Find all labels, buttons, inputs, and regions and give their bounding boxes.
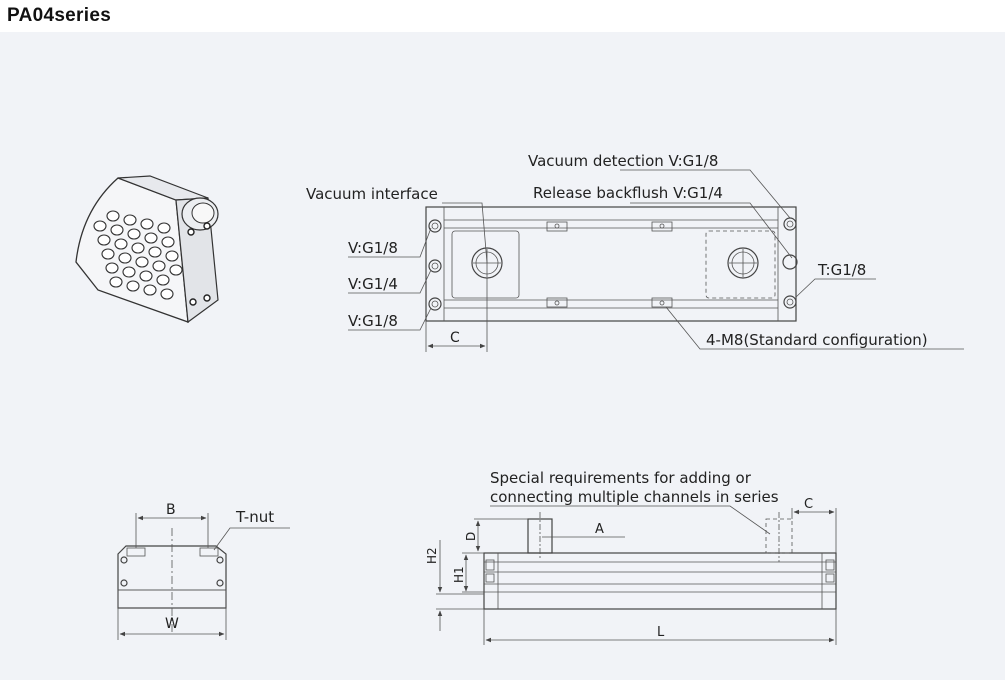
suction-hole [143, 284, 157, 296]
dim-b-label: B [166, 502, 176, 518]
vacuum-interface-label: Vacuum interface [306, 185, 438, 203]
end-view: B W T-nut [117, 502, 290, 640]
suction-hole [106, 210, 120, 222]
dim-d-label: D [464, 532, 478, 541]
note-line1: Special requirements for adding or [490, 469, 752, 487]
suction-hole [169, 264, 183, 276]
suction-hole [152, 260, 166, 272]
suction-hole [156, 274, 170, 286]
suction-hole [131, 242, 145, 254]
suction-hole [114, 238, 128, 250]
t-nut-label: T-nut [235, 508, 274, 526]
suction-hole [97, 234, 111, 246]
suction-hole [165, 250, 179, 262]
suction-hole [135, 256, 149, 268]
suction-hole [93, 220, 107, 232]
page-title: PA04series [7, 5, 112, 26]
suction-hole [122, 266, 136, 278]
suction-hole [105, 262, 119, 274]
suction-hole [118, 252, 132, 264]
port-t-g18-label: T:G1/8 [817, 261, 866, 279]
port-v-g18-lower-label: V:G1/8 [348, 312, 398, 330]
suction-hole [123, 214, 137, 226]
dim-w-label: W [165, 616, 179, 632]
port-v-g14-label: V:G1/4 [348, 275, 398, 293]
suction-hole [101, 248, 115, 260]
product-illustration [75, 175, 219, 324]
suction-hole [139, 270, 153, 282]
suction-hole [109, 276, 123, 288]
dim-a-label: A [595, 522, 604, 537]
port-v-g18-upper-label: V:G1/8 [348, 239, 398, 257]
suction-hole [127, 228, 141, 240]
side-view: Special requirements for adding or conne… [425, 469, 837, 645]
suction-hole [140, 218, 154, 230]
suction-hole [160, 288, 174, 300]
top-dim-c-label: C [450, 330, 460, 346]
suction-hole [144, 232, 158, 244]
suction-hole [110, 224, 124, 236]
dim-h2-label: H2 [425, 547, 439, 564]
suction-hole [148, 246, 162, 258]
suction-hole [161, 236, 175, 248]
release-backflush-label: Release backflush V:G1/4 [533, 184, 723, 202]
suction-holes [93, 210, 183, 300]
top-view: Vacuum detection V:G1/8 Release backflus… [306, 152, 964, 352]
dim-h1-label: H1 [452, 566, 466, 583]
dim-l-label: L [657, 625, 665, 640]
note-line2: connecting multiple channels in series [490, 488, 779, 506]
side-dim-c-label: C [804, 497, 813, 512]
suction-hole [157, 222, 171, 234]
suction-hole [126, 280, 140, 292]
page-header: PA04series [0, 0, 1005, 32]
mounting-label: 4-M8(Standard configuration) [706, 331, 928, 349]
vacuum-detection-label: Vacuum detection V:G1/8 [528, 152, 718, 170]
